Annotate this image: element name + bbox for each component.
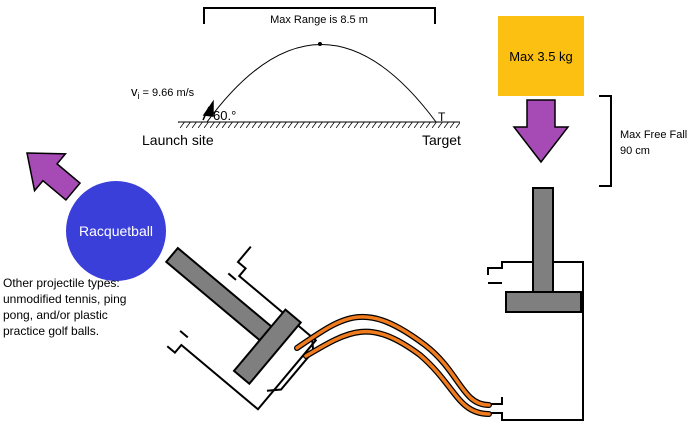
free-fall-label-line1: Max Free Fall bbox=[620, 129, 687, 141]
velocity-value: = 9.66 m/s bbox=[143, 87, 195, 99]
max-range-bracket bbox=[203, 7, 436, 24]
target-label: Target bbox=[422, 132, 461, 148]
max-range-label: Max Range is 8.5 m bbox=[270, 14, 368, 26]
apex-dot bbox=[318, 42, 322, 46]
launch-angle-label: 60.° bbox=[213, 108, 236, 123]
launch-piston bbox=[164, 245, 318, 411]
racquetball-label: Racquetball bbox=[79, 223, 153, 239]
velocity-symbol: v bbox=[131, 84, 138, 99]
launch-piston-head bbox=[232, 308, 303, 386]
ground-line bbox=[178, 121, 460, 128]
weight-block bbox=[498, 16, 584, 96]
arrow-up-left-icon bbox=[26, 152, 82, 202]
note-line: pong, and/or plastic bbox=[3, 308, 108, 322]
note-line: practice golf balls. bbox=[3, 324, 100, 338]
drop-piston-head bbox=[505, 291, 582, 313]
weight-label: Max 3.5 kg bbox=[509, 49, 573, 64]
free-fall-label-line2: 90 cm bbox=[620, 145, 650, 157]
note-line: Other projectile types: bbox=[3, 276, 120, 290]
target-marker: T bbox=[438, 110, 446, 124]
drop-piston-rod bbox=[532, 187, 554, 296]
drop-piston-cylinder bbox=[487, 261, 584, 421]
launch-site-label: Launch site bbox=[142, 132, 214, 148]
racquetball bbox=[66, 181, 166, 281]
other-projectiles-note: Other projectile types: unmodified tenni… bbox=[3, 275, 163, 339]
note-line: unmodified tennis, ping bbox=[3, 292, 127, 306]
connecting-tubes bbox=[294, 313, 492, 417]
velocity-subscript: i bbox=[138, 91, 140, 101]
trajectory-arc bbox=[206, 44, 437, 123]
drop-arrow-icon bbox=[512, 99, 570, 164]
velocity-label: vi= 9.66 m/s bbox=[131, 84, 195, 101]
velocity-vector bbox=[202, 99, 214, 121]
free-fall-bracket bbox=[599, 95, 612, 187]
